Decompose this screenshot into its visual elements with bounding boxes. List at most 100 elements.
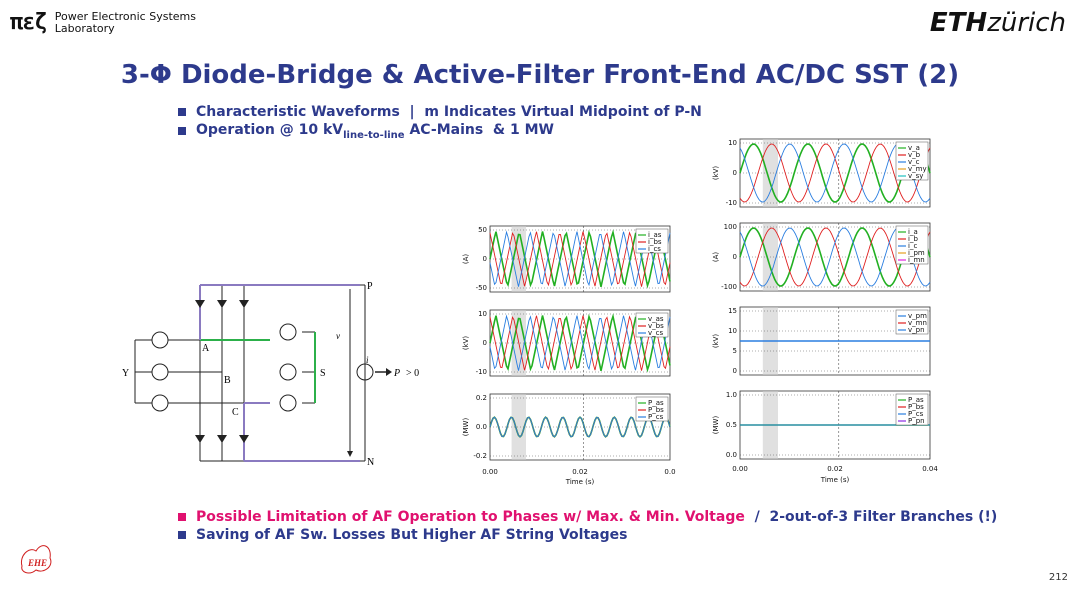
pes-logo-mark: πεζ xyxy=(10,10,48,35)
legend-label: v_mn xyxy=(908,319,927,327)
y-tick-label: 10 xyxy=(478,310,487,318)
legend-label: v_bs xyxy=(648,322,664,330)
ehe-logo-graphic: EHE xyxy=(20,545,52,574)
shaded-interval xyxy=(511,394,526,460)
y-tick-label: -10 xyxy=(726,199,737,207)
y-axis-label: (A) xyxy=(712,252,720,263)
label-s: S xyxy=(320,368,326,379)
legend-label: v_a xyxy=(908,144,920,152)
lab-name-line1: Power Electronic Systems xyxy=(54,9,196,23)
y-tick-label: -50 xyxy=(476,284,487,292)
legend-label: i_as xyxy=(648,231,662,239)
label-vpn: v xyxy=(336,331,340,341)
label-ppn: P xyxy=(393,368,400,379)
x-tick-label: 0.00 xyxy=(482,468,498,476)
legend-label: i_b xyxy=(908,235,918,243)
bullet-3-pink: Possible Limitation of AF Operation to P… xyxy=(196,509,745,525)
y-tick-label: 100 xyxy=(724,223,737,231)
x-axis-label: Time (s) xyxy=(820,476,850,484)
legend-label: i_mn xyxy=(908,256,925,264)
legend-label: i_bs xyxy=(648,238,662,246)
y-tick-label: 5 xyxy=(733,347,737,355)
label-gt-zero: > 0 xyxy=(406,368,419,379)
legend-label: P_as xyxy=(648,399,664,407)
bullet-square xyxy=(178,513,186,521)
label-y: Y xyxy=(122,368,129,379)
series-line xyxy=(489,416,671,438)
y-axis-label: (kV) xyxy=(462,336,470,351)
bullet-2-post: AC-Mains & 1 MW xyxy=(404,122,554,138)
bullet-4: Saving of AF Sw. Losses But Higher AF St… xyxy=(178,527,627,543)
label-ipn: i xyxy=(366,355,369,365)
x-tick-label: 0.04 xyxy=(922,465,938,473)
series-line xyxy=(489,314,671,371)
legend-label: P_cs xyxy=(648,413,664,421)
x-tick-label: 0.0 xyxy=(664,468,675,476)
y-axis-label: (A) xyxy=(462,254,470,265)
y-tick-label: 1.0 xyxy=(726,391,737,399)
bullet-4-text: Saving of AF Sw. Losses But Higher AF St… xyxy=(196,527,628,543)
x-tick-label: 0.02 xyxy=(572,468,588,476)
bullet-square xyxy=(178,127,186,136)
y-axis-label: (MW) xyxy=(712,416,720,435)
label-p: P xyxy=(367,281,373,292)
eth-logo: ETHzürich xyxy=(930,8,1066,38)
slide-title: 3-Φ Diode-Bridge & Active-Filter Front-E… xyxy=(120,60,960,90)
bullet-1-text: Characteristic Waveforms | m Indicates V… xyxy=(196,104,702,120)
y-tick-label: 0.0 xyxy=(476,423,487,431)
legend-label: i_c xyxy=(908,242,917,250)
pes-logo: πεζ Power Electronic Systems Laboratory xyxy=(10,10,196,35)
bullet-3: Possible Limitation of AF Operation to P… xyxy=(178,509,997,525)
x-tick-label: 0.02 xyxy=(827,465,843,473)
y-tick-label: 10 xyxy=(728,139,737,147)
bullet-2: Operation @ 10 kVline-to-line AC-Mains &… xyxy=(178,122,554,141)
page-number: 212 xyxy=(1048,572,1068,583)
legend-label: v_sy xyxy=(908,172,923,180)
left-plots: 500-50(A)i_asi_bsi_cs100-10(kV)v_asv_bsv… xyxy=(462,225,676,486)
y-tick-label: 10 xyxy=(728,327,737,335)
legend-label: P_as xyxy=(908,396,924,404)
legend-label: i_pm xyxy=(908,249,925,257)
y-tick-label: 0.2 xyxy=(476,394,487,402)
legend-label: v_pn xyxy=(908,326,925,334)
y-tick-label: -0.2 xyxy=(473,452,487,460)
y-tick-label: -100 xyxy=(721,283,737,291)
right-plots: 100-10(kV)v_av_bv_cv_myv_sy1000-100(A)i_… xyxy=(712,138,938,484)
bullet-2-pre: Operation @ 10 kV xyxy=(196,122,344,138)
y-axis-label: (MW) xyxy=(462,418,470,437)
y-axis-label: (kV) xyxy=(712,334,720,349)
label-n: N xyxy=(367,457,374,468)
y-axis-label: (kV) xyxy=(712,166,720,181)
eth-logo-bold: ETH xyxy=(929,8,988,38)
legend-label: v_my xyxy=(908,165,927,173)
y-tick-label: 0 xyxy=(733,169,737,177)
legend-label: P_bs xyxy=(648,406,664,414)
y-tick-label: 0.5 xyxy=(726,421,737,429)
y-tick-label: 15 xyxy=(728,307,737,315)
bullet-3-rest: 2-out-of-3 Filter Branches (!) xyxy=(769,509,998,525)
legend-label: i_a xyxy=(908,228,918,236)
bullet-2-text: Operation @ 10 kVline-to-line AC-Mains &… xyxy=(196,122,554,141)
circuit-diagram: P N A B C S Y v i P > 0 xyxy=(122,281,419,468)
y-tick-label: -10 xyxy=(476,368,487,376)
bullet-3-sep: / xyxy=(744,509,770,525)
legend-label: v_b xyxy=(908,151,921,159)
legend-label: P_cs xyxy=(908,410,924,418)
bullet-square xyxy=(178,531,186,539)
label-c: C xyxy=(232,407,239,418)
legend-label: i_cs xyxy=(648,245,661,253)
bullet-2-sub: line-to-line xyxy=(343,129,405,141)
y-tick-label: 0 xyxy=(483,339,487,347)
legend-label: v_cs xyxy=(648,329,663,337)
legend-box xyxy=(895,393,929,426)
pes-lab-name: Power Electronic Systems Laboratory xyxy=(54,9,196,35)
y-tick-label: 0 xyxy=(733,367,737,375)
ehe-logo-text: EHE xyxy=(27,558,47,568)
lab-name-line2: Laboratory xyxy=(54,21,115,35)
label-b: B xyxy=(224,375,231,386)
bullet-square xyxy=(178,108,186,116)
legend-label: v_c xyxy=(908,158,920,166)
eth-logo-rest: zürich xyxy=(987,8,1066,38)
legend-label: v_as xyxy=(648,315,664,323)
series-line xyxy=(489,230,671,287)
